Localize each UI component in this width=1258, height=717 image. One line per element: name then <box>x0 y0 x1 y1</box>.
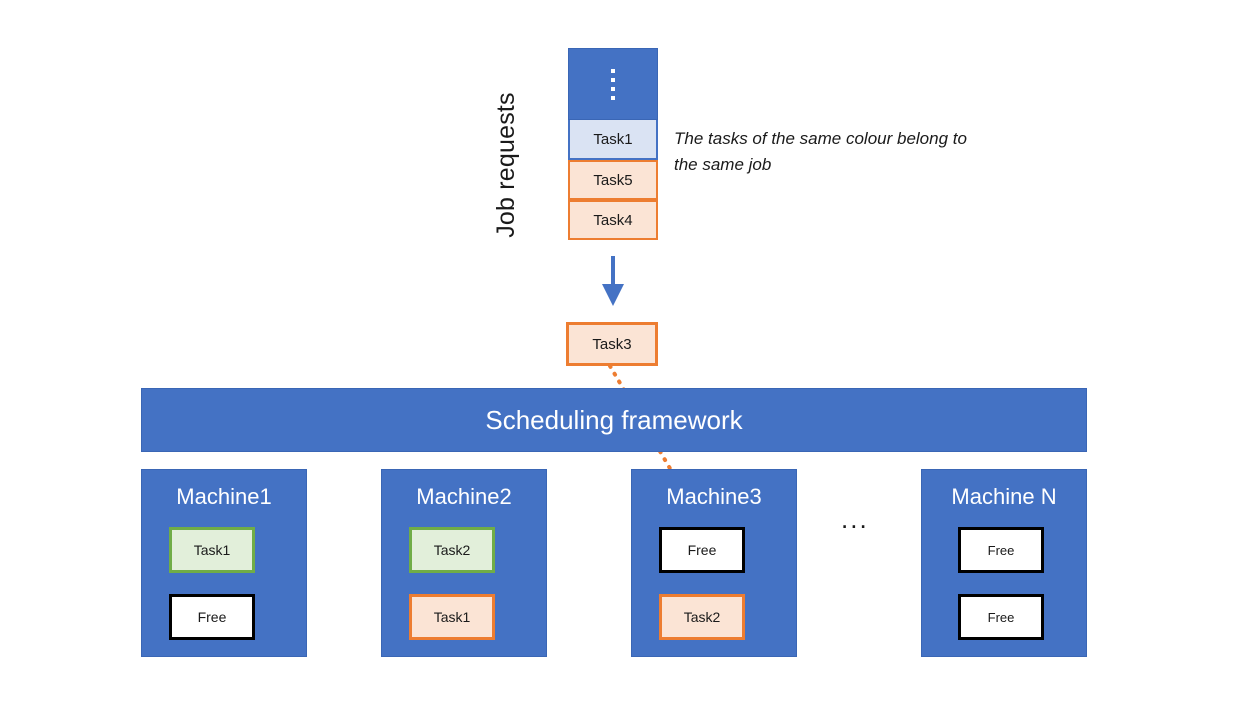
queue-item-task4[interactable]: Task4 <box>568 200 658 240</box>
queue-dispatch-arrow-icon <box>602 256 624 306</box>
colour-legend-note: The tasks of the same colour belong to t… <box>674 129 967 175</box>
machine-title: Machine N <box>951 484 1057 509</box>
machine-slot[interactable]: Free <box>169 594 255 640</box>
vertical-dot-icon <box>611 86 615 91</box>
machine-slot[interactable]: Free <box>659 527 745 573</box>
machine-box-2[interactable]: Machine2 Task2 Task1 <box>381 469 547 657</box>
machine-title: Machine1 <box>176 484 272 509</box>
machine-title: Machine2 <box>416 484 512 509</box>
machine-slot[interactable]: Task1 <box>169 527 255 573</box>
machines-ellipsis: ... <box>841 504 869 534</box>
job-requests-label: Job requests <box>491 92 520 238</box>
machine-slot[interactable]: Free <box>958 527 1044 573</box>
vertical-dot-icon <box>611 68 615 73</box>
machine-slot[interactable]: Free <box>958 594 1044 640</box>
scheduling-framework-bar[interactable]: Scheduling framework <box>141 388 1087 452</box>
machine-box-1[interactable]: Machine1 Task1 Free <box>141 469 307 657</box>
queue-overflow-header <box>568 48 658 120</box>
vertical-dot-icon <box>611 77 615 82</box>
machine-slot[interactable]: Task2 <box>409 527 495 573</box>
queue-item-task1[interactable]: Task1 <box>568 120 658 160</box>
machine-title: Machine3 <box>666 484 762 509</box>
machine-slot[interactable]: Task2 <box>659 594 745 640</box>
queue-item-task5[interactable]: Task5 <box>568 160 658 200</box>
vertical-dot-icon <box>611 95 615 100</box>
machine-slot[interactable]: Task1 <box>409 594 495 640</box>
job-requests-queue: Task1 Task5 Task4 <box>568 48 658 240</box>
machine-box-n[interactable]: Machine N Free Free <box>921 469 1087 657</box>
dispatched-task3-box[interactable]: Task3 <box>566 322 658 366</box>
machine-box-3[interactable]: Machine3 Free Task2 <box>631 469 797 657</box>
